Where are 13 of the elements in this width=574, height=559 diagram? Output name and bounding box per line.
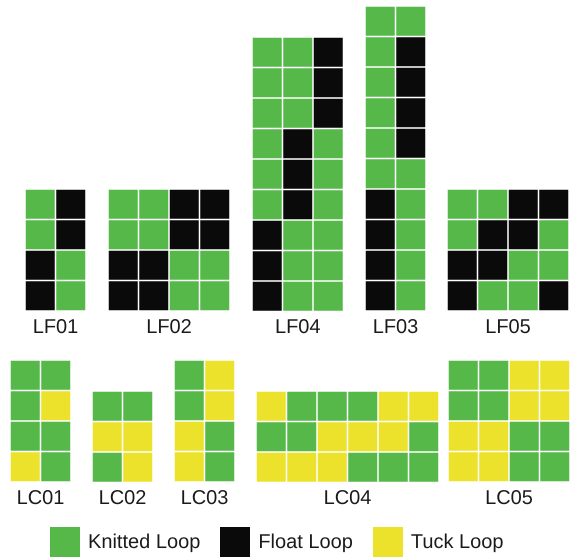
pattern-label: LC05 [485,486,533,510]
pattern-label: LF01 [32,315,78,339]
legend-label: Knitted Loop [88,530,200,555]
pattern-label: LF04 [274,315,321,339]
legend-label: Tuck Loop [410,530,504,555]
pattern-label: LF03 [372,315,418,339]
pattern-label: LC04 [324,486,372,510]
pattern-label: LC01 [16,486,64,510]
pattern-label: LC02 [98,486,146,510]
pattern-label: LC03 [180,486,228,510]
pattern-label: LF02 [146,315,192,339]
legend-label: Float Loop [258,530,353,555]
pattern-label: LF05 [485,315,531,339]
